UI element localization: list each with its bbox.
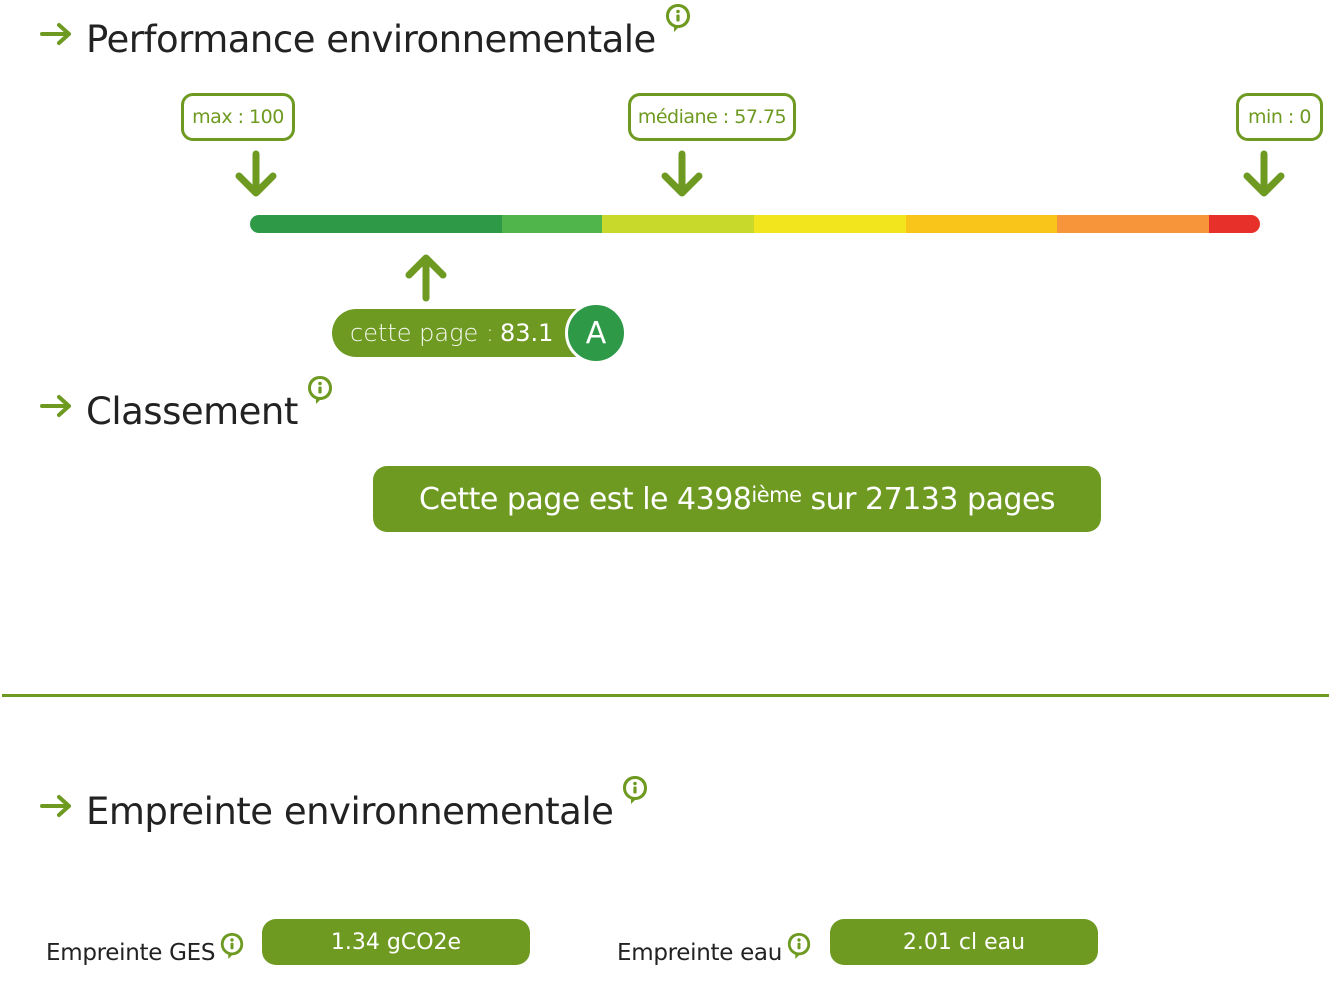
arrow-up-icon [405,254,447,302]
info-icon[interactable] [664,2,692,34]
ranking-section-title: Classement [40,376,334,433]
arrow-down-icon [1243,150,1285,197]
info-icon[interactable] [219,931,245,961]
ranking-text-after: sur 27133 pages [810,481,1056,517]
scale-segment [250,215,502,233]
ges-footprint-value: 1.34 gCO2e [262,919,530,965]
ranking-rank: 4398 [677,481,752,517]
footprint-title-text: Empreinte environnementale [86,790,614,833]
arrow-right-icon [40,23,71,45]
scale-segment [1209,215,1260,233]
scale-segment [906,215,1057,233]
ranking-text-before: Cette page est le [418,481,669,517]
arrow-down-icon [235,150,277,197]
max-marker: max : 100 [181,93,295,141]
performance-section-title: Performance environnementale [40,4,692,61]
median-marker: médiane : 57.75 [628,93,796,141]
arrow-down-icon [661,150,703,197]
info-icon[interactable] [786,931,812,961]
page-score-label: cette page : [350,319,494,347]
info-icon[interactable] [621,774,649,806]
scale-segment [1057,215,1209,233]
scale-segment [602,215,754,233]
scale-segment [502,215,602,233]
ranking-suffix: ième [751,483,802,507]
arrow-right-icon [40,395,71,417]
info-icon[interactable] [306,374,334,406]
water-label-text: Empreinte eau [617,940,783,966]
ges-label-text: Empreinte GES [46,940,216,966]
performance-title-text: Performance environnementale [86,18,656,61]
page-score-value: 83.1 [500,319,554,347]
page-score-badge: cette page : 83.1 [332,309,594,357]
scale-segment [754,215,906,233]
footprint-section-title: Empreinte environnementale [40,776,649,833]
ranking-title-text: Classement [86,390,298,433]
ges-footprint-label: Empreinte GES [46,933,245,966]
water-footprint-value: 2.01 cl eau [830,919,1098,965]
min-marker: min : 0 [1236,93,1323,141]
section-divider [2,694,1329,697]
water-footprint-label: Empreinte eau [617,933,812,966]
grade-badge: A [565,302,627,364]
arrow-right-icon [40,795,71,817]
performance-scale-bar [250,215,1260,233]
